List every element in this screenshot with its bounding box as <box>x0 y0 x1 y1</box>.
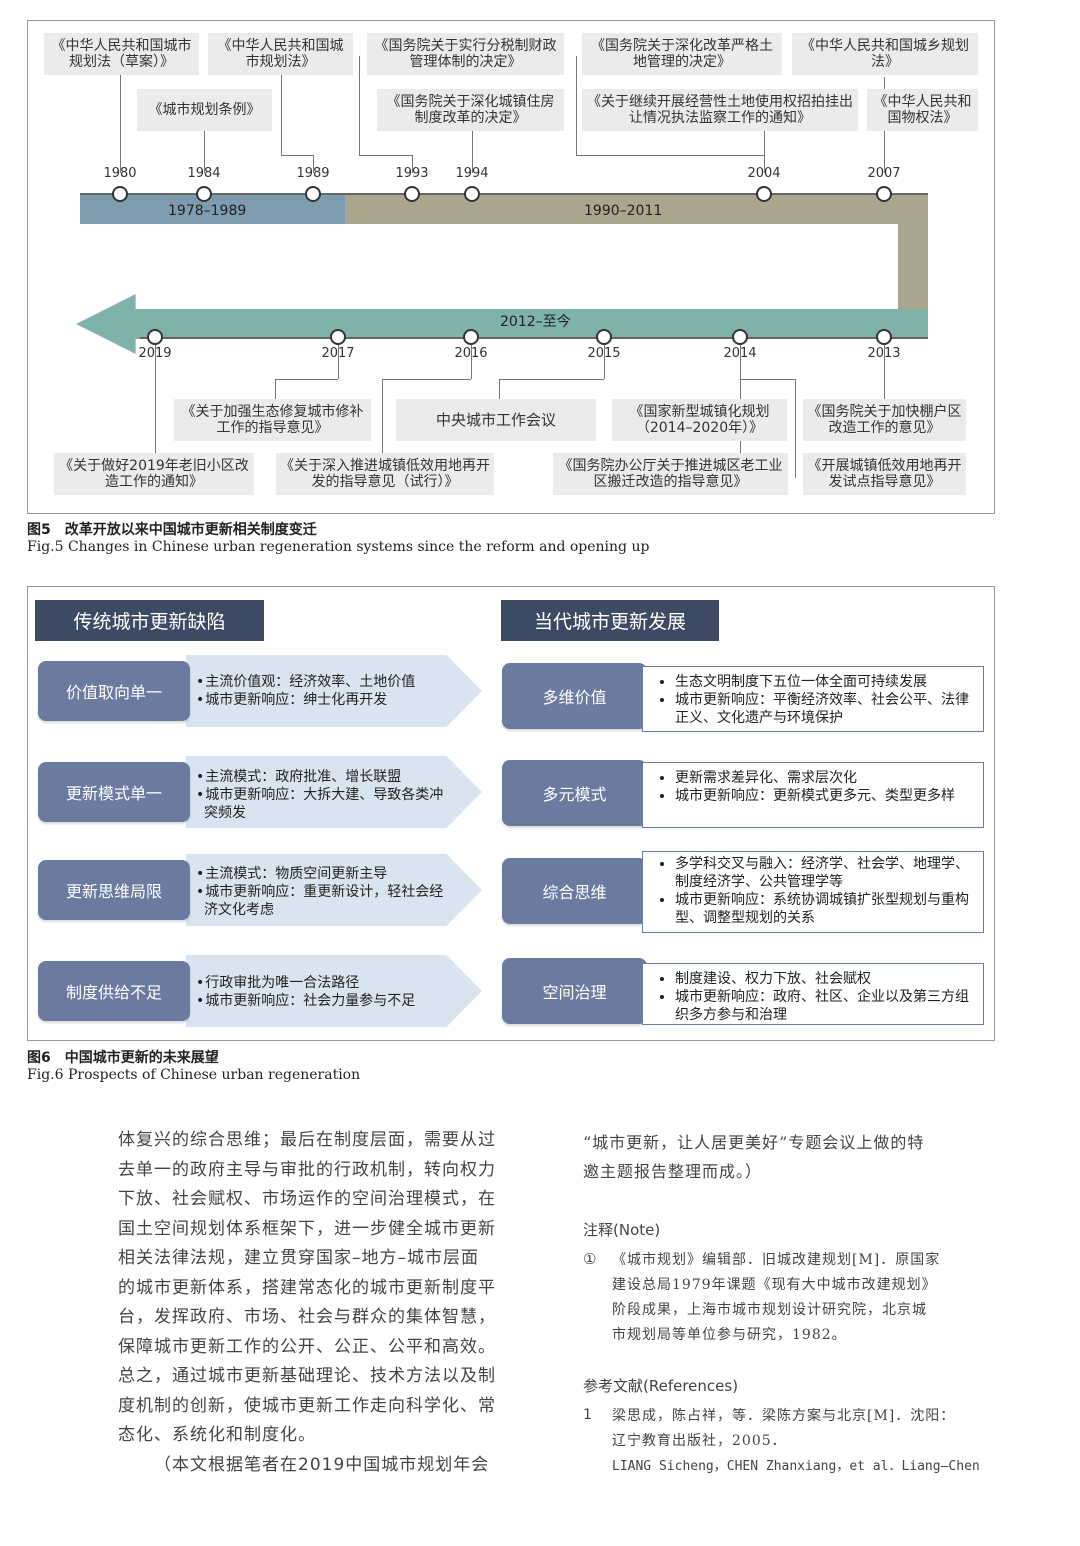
year-label: 1980 <box>103 166 137 181</box>
timeline-node <box>732 329 748 345</box>
development-label: 多维价值 <box>502 663 647 729</box>
note-text: 《城市规划》编辑部．旧城改建规划[M]．原国家 建设总局1979年课题《现有大中… <box>612 1252 941 1343</box>
law-box: 《关于做好2019年老旧小区改造工作的通知》 <box>54 453 254 495</box>
right-column-header: 当代城市更新发展 <box>501 600 719 641</box>
timeline-node <box>756 186 772 202</box>
period-band-1990-2011 <box>345 194 928 224</box>
deficiency-detail: 主流模式：物质空间更新主导城市更新响应：重更新设计，轻社会经济文化考虑 <box>194 865 454 919</box>
references-heading: 参考文献(References) <box>583 1377 739 1395</box>
law-box: 《关于加强生态修复城市修补工作的指导意见》 <box>174 399 371 441</box>
notes-heading: 注释(Note) <box>583 1221 661 1239</box>
law-box: 《中华人民共和国城乡规划法》 <box>792 33 978 75</box>
law-box: 《中华人民共和国城市规划法》 <box>208 33 353 75</box>
reference-marker: 1 <box>583 1407 592 1423</box>
deficiency-label: 更新思维局限 <box>38 860 190 920</box>
law-box: 《国务院关于加快棚户区改造工作的意见》 <box>803 399 966 441</box>
deficiency-detail: 主流价值观：经济效率、土地价值城市更新响应：绅士化再开发 <box>194 673 464 709</box>
timeline-node <box>330 329 346 345</box>
period-label: 1978–1989 <box>168 203 247 219</box>
law-box: 《城市规划条例》 <box>137 89 272 131</box>
development-detail: 生态文明制度下五位一体全面可持续发展城市更新响应：平衡经济效率、社会公平、法律正… <box>642 666 984 732</box>
deficiency-label: 制度供给不足 <box>38 961 190 1021</box>
timeline-node <box>305 186 321 202</box>
law-box: 《国务院关于深化城镇住房制度改革的决定》 <box>377 89 564 131</box>
law-box: 《关于深入推进城镇低效用地再开发的指导意见（试行）》 <box>276 453 494 495</box>
timeline-node <box>876 186 892 202</box>
law-box: 《国家新型城镇化规划（2014–2020年）》 <box>612 399 787 441</box>
year-label: 1994 <box>455 166 489 181</box>
law-box: 中央城市工作会议 <box>396 399 596 441</box>
development-detail: 制度建设、权力下放、社会赋权城市更新响应：政府、社区、企业以及第三方组织多方参与… <box>642 963 984 1025</box>
development-label: 综合思维 <box>502 858 647 924</box>
body-paragraph-left: 体复兴的综合思维；最后在制度层面，需要从过 去单一的政府主导与审批的行政机制，转… <box>118 1130 496 1475</box>
law-box: 《国务院关于深化改革严格土地管理的决定》 <box>582 33 782 75</box>
deficiency-detail: 行政审批为唯一合法路径城市更新响应：社会力量参与不足 <box>194 974 464 1010</box>
year-label: 2007 <box>867 166 901 181</box>
development-detail: 更新需求差异化、需求层次化城市更新响应：更新模式更多元、类型更多样 <box>642 762 984 828</box>
law-box: 《国务院关于实行分税制财政管理体制的决定》 <box>367 33 564 75</box>
figure-caption-cn: 图6 中国城市更新的未来展望 <box>27 1050 219 1066</box>
timeline-node <box>876 329 892 345</box>
year-label: 1984 <box>187 166 221 181</box>
year-label: 1993 <box>395 166 429 181</box>
period-label: 1990–2011 <box>584 203 663 219</box>
timeline-node <box>147 329 163 345</box>
body-paragraph-right: “城市更新，让人居更美好”专题会议上做的特 邀主题报告整理而成。） <box>583 1133 925 1181</box>
left-column-header: 传统城市更新缺陷 <box>35 600 264 641</box>
note-marker: ① <box>583 1250 597 1268</box>
development-detail: 多学科交叉与融入：经济学、社会学、地理学、制度经济学、公共管理学等城市更新响应：… <box>642 851 984 933</box>
law-box: 《中华人民共和国物权法》 <box>867 89 978 131</box>
year-label: 2004 <box>747 166 781 181</box>
law-box: 《中华人民共和国城市规划法（草案）》 <box>44 33 199 75</box>
timeline-node <box>112 186 128 202</box>
timeline-node <box>463 329 479 345</box>
deficiency-detail: 主流模式：政府批准、增长联盟城市更新响应：大拆大建、导致各类冲突频发 <box>194 768 454 822</box>
law-box: 《国务院办公厅关于推进城区老工业区搬迁改造的指导意见》 <box>553 453 788 495</box>
year-label: 1989 <box>296 166 330 181</box>
timeline-node <box>196 186 212 202</box>
deficiency-label: 价值取向单一 <box>38 661 190 721</box>
figure-caption-cn: 图5 改革开放以来中国城市更新相关制度变迁 <box>27 522 317 538</box>
timeline-node <box>464 186 480 202</box>
development-label: 空间治理 <box>502 958 647 1024</box>
law-box: 《关于继续开展经营性土地使用权招拍挂出让情况执法监察工作的通知》 <box>582 89 858 131</box>
reference-text: 梁思成，陈占祥，等．梁陈方案与北京[M]．沈阳： 辽宁教育出版社，2005． L… <box>612 1408 980 1474</box>
figure-caption-en: Fig.6 Prospects of Chinese urban regener… <box>27 1067 361 1083</box>
deficiency-label: 更新模式单一 <box>38 762 190 822</box>
law-box: 《开展城镇低效用地再开发试点指导意见》 <box>803 453 966 495</box>
development-label: 多元模式 <box>502 760 647 826</box>
period-label: 2012–至今 <box>500 314 571 330</box>
figure-caption-en: Fig.5 Changes in Chinese urban regenerat… <box>27 539 650 555</box>
timeline-node <box>404 186 420 202</box>
timeline-node <box>596 329 612 345</box>
